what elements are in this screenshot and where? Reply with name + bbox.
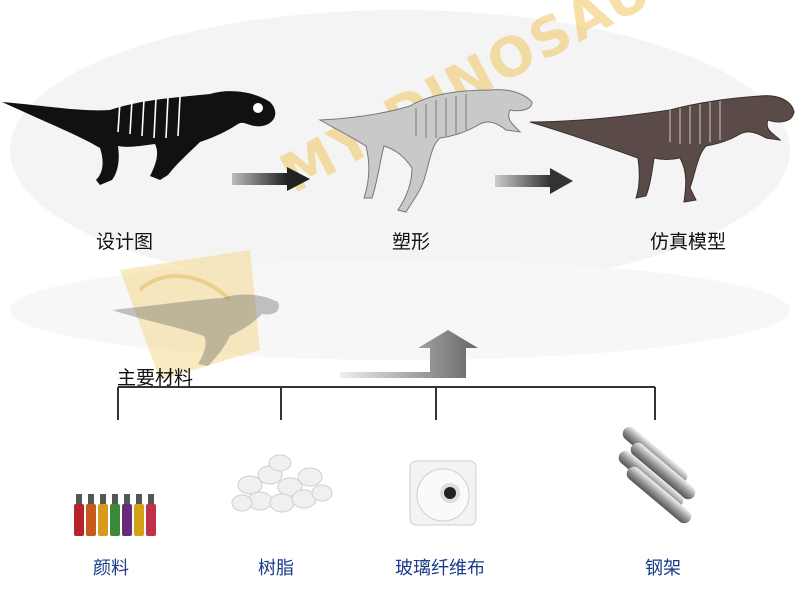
fiberglass-roll-icon	[409, 460, 477, 526]
materials-title: 主要材料	[117, 367, 194, 389]
design-drawing-skeleton	[2, 91, 276, 185]
materials-tree-lines	[117, 386, 656, 420]
process-arrow-icon	[232, 167, 310, 191]
process-arrow-icon	[495, 168, 573, 194]
steel-bars-icon	[618, 426, 696, 524]
faint-skeleton-silhouette	[112, 294, 279, 366]
watermark-logo	[100, 230, 280, 390]
stage-label-design: 设计图	[96, 231, 154, 253]
stage-label-sculpt: 塑形	[392, 231, 431, 253]
material-label-steel: 钢架	[645, 558, 681, 579]
resin-pellets-icon	[231, 454, 333, 513]
finished-model-skeleton	[529, 95, 795, 203]
white-sculpt-skeleton	[318, 89, 533, 213]
stage-label-model: 仿真模型	[650, 231, 727, 253]
material-label-fiberglass: 玻璃纤维布	[395, 558, 485, 579]
material-label-resin: 树脂	[258, 558, 294, 579]
up-arrow-icon	[340, 330, 478, 378]
paint-bottles-icon	[74, 494, 156, 536]
material-label-paint: 颜料	[93, 558, 129, 579]
